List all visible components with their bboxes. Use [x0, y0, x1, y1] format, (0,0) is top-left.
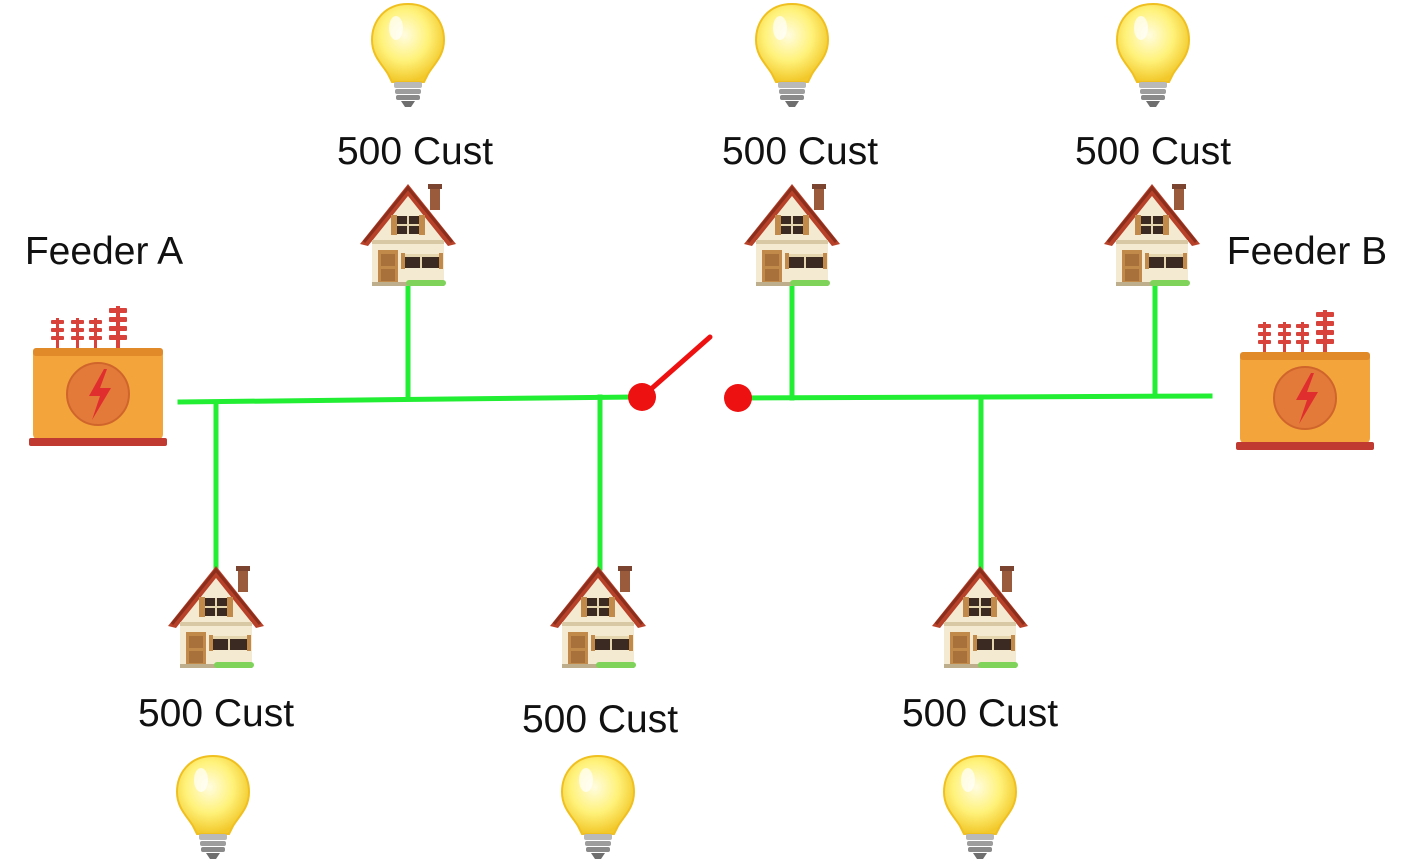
feeder-a-circuit: [177, 285, 641, 571]
light-bulb-icon: [1116, 3, 1190, 108]
transformer-icon: [28, 305, 168, 447]
feeder-a-label: Feeder A: [25, 230, 183, 273]
feeder-b-trunk: [737, 393, 1213, 401]
house-icon: [358, 182, 458, 288]
load-label-a-top: 500 Cust: [337, 130, 493, 173]
transformer-icon: [1235, 309, 1375, 451]
switch-contact-left: [628, 383, 656, 411]
light-bulb-icon: [755, 3, 829, 108]
load-label-b-top-left: 500 Cust: [722, 130, 878, 173]
feeder-b-label: Feeder B: [1227, 230, 1387, 273]
house-icon: [548, 564, 648, 670]
tie-switch: [628, 334, 752, 412]
load-label-a-bottom-left: 500 Cust: [138, 692, 294, 735]
switch-blade: [639, 334, 713, 400]
load-label-b-top-right: 500 Cust: [1075, 130, 1231, 173]
switch-contact-right: [724, 384, 752, 412]
house-icon: [930, 564, 1030, 670]
load-label-a-bottom-right: 500 Cust: [522, 698, 678, 741]
load-label-b-bottom: 500 Cust: [902, 692, 1058, 735]
light-bulb-icon: [943, 755, 1017, 860]
light-bulb-icon: [371, 3, 445, 108]
house-icon: [1102, 182, 1202, 288]
house-icon: [742, 182, 842, 288]
house-icon: [166, 564, 266, 670]
light-bulb-icon: [176, 755, 250, 860]
light-bulb-icon: [561, 755, 635, 860]
feeder-b-circuit: [737, 283, 1213, 571]
